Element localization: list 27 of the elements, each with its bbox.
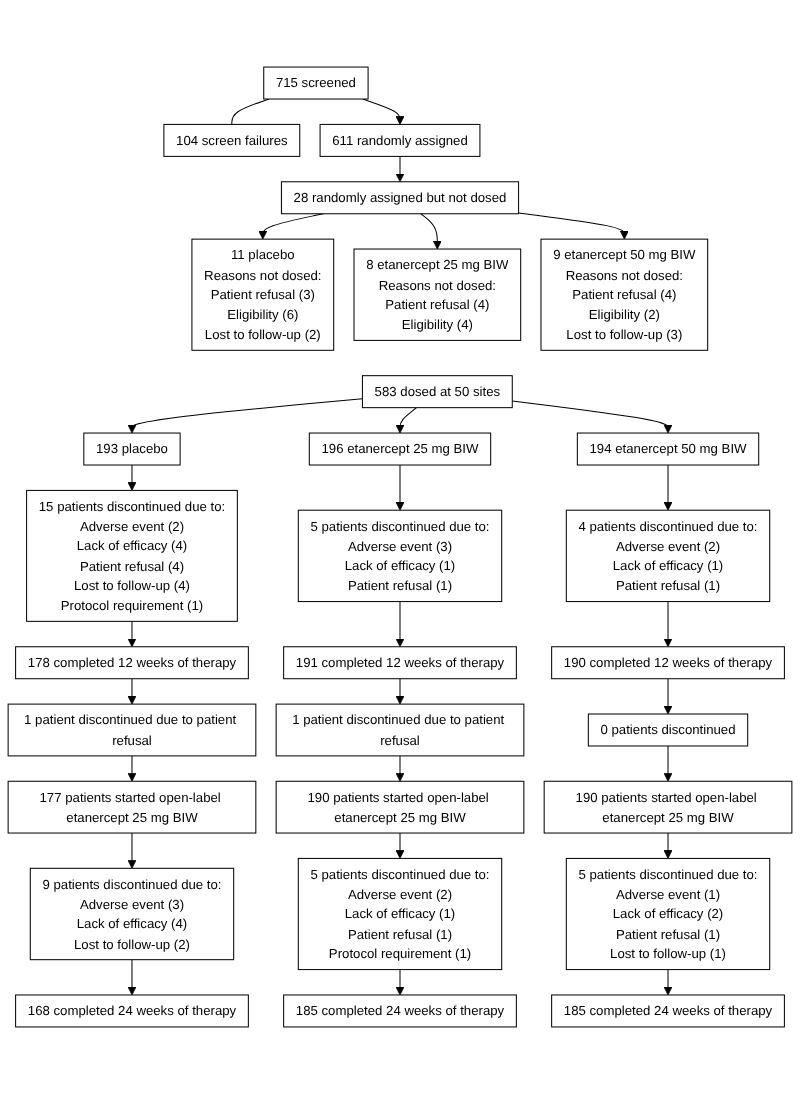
arrow: [258, 213, 324, 240]
arrow: [362, 98, 405, 125]
arrow: [395, 832, 405, 859]
arrow: [663, 601, 673, 648]
arrow: [127, 678, 137, 705]
arrow: [395, 601, 405, 648]
arrow: [127, 959, 137, 996]
arrow: [395, 155, 405, 183]
arrow: [395, 678, 405, 705]
arrow: [395, 407, 418, 434]
arrow: [518, 212, 629, 240]
arrow: [663, 678, 673, 715]
arrow: [395, 969, 405, 996]
arrow: [663, 464, 673, 511]
arrow: [127, 832, 137, 869]
connector: [231, 98, 270, 125]
arrow: [420, 213, 442, 250]
arrow: [127, 620, 137, 648]
arrow: [663, 745, 673, 782]
arrow: [127, 464, 137, 491]
arrow: [395, 464, 405, 511]
arrow: [663, 832, 673, 859]
arrow: [663, 969, 673, 996]
arrow: [511, 400, 673, 434]
arrow: [127, 755, 137, 782]
arrow: [395, 755, 405, 782]
arrow: [127, 398, 363, 434]
